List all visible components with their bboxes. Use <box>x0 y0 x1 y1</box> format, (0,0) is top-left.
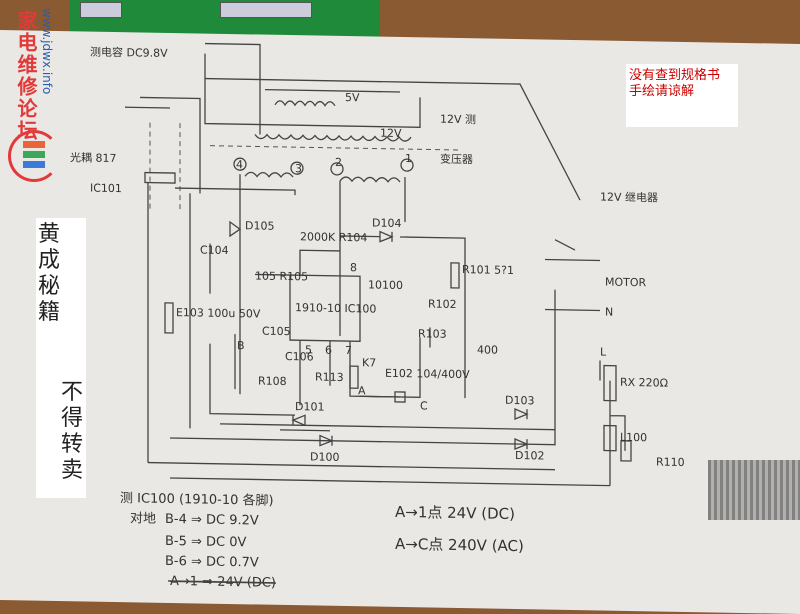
node-c-label: C <box>420 399 428 412</box>
d101-diode <box>291 414 306 427</box>
relay-label: 12V 继电器 <box>600 190 658 204</box>
pin1-label: 1 <box>405 152 412 165</box>
r-220k-resistor <box>164 302 174 334</box>
d102-diode <box>514 438 529 450</box>
note-ground: 对地 <box>130 511 156 526</box>
schematic-paper: 测电容 DC9.8V 光耦 817 IC101 5V 12V 12V 测 变压器… <box>0 30 800 614</box>
spec-note: 没有查到规格书 手绘请谅解 <box>626 64 738 127</box>
r105-label: 105 R105 <box>255 269 308 283</box>
node-a-label: A <box>358 384 366 397</box>
d103-diode <box>514 408 529 420</box>
motor-label: MOTOR <box>605 276 647 290</box>
pcb-connector <box>220 2 312 18</box>
d104-label: D104 <box>372 216 401 230</box>
c105-label: C105 <box>262 325 291 338</box>
note-b5: B-5 ⇒ DC 0V <box>165 534 247 550</box>
k7-label: K7 <box>362 356 376 369</box>
r103-label: R103 <box>418 327 447 340</box>
site-watermark: 家电维修论坛 www.jdwx.info <box>4 4 60 194</box>
d102-label: D102 <box>515 449 544 463</box>
spec-note-line2: 手绘请谅解 <box>629 84 695 99</box>
5v-label: 5V <box>345 91 360 104</box>
pin8-label: 8 <box>350 261 357 274</box>
d105-label: D105 <box>245 219 274 233</box>
r101-label: R101 5?1 <box>462 263 514 277</box>
transformer-secondary <box>147 157 632 487</box>
c106-label: C106 <box>285 350 314 363</box>
rx-label: RX 220Ω <box>620 376 668 390</box>
note-a1: A→1点 24V (DC) <box>395 503 515 523</box>
note-b4: B-4 ⇒ DC 9.2V <box>165 512 259 529</box>
d100-label: D100 <box>310 450 339 464</box>
r108-label: R108 <box>258 375 287 388</box>
line-label: L <box>600 345 607 358</box>
12v-label: 12V <box>380 127 402 140</box>
e102-capacitor <box>394 391 406 403</box>
optocoupler-label: 光耦 817 <box>70 150 116 165</box>
note-ac: A→C点 240V (AC) <box>395 535 524 555</box>
site-logo-icon <box>8 130 60 182</box>
node-2 <box>330 162 344 176</box>
l100-label: L100 <box>620 431 647 444</box>
ic100-body <box>289 274 361 342</box>
note-b6: B-6 ⇒ DC 0.7V <box>165 554 259 571</box>
r113-label: R113 <box>315 370 344 383</box>
c400-label: 400 <box>477 343 498 356</box>
c104-label: C104 <box>200 243 229 256</box>
author-note-line1: 黄成秘籍 <box>38 222 61 325</box>
node-3 <box>290 161 304 175</box>
ic101-label: IC101 <box>90 182 122 196</box>
d103-label: D103 <box>505 394 534 408</box>
d104-diode <box>379 230 394 243</box>
blurred-region <box>708 460 800 520</box>
d105-diode <box>229 220 242 238</box>
strike-line <box>168 580 275 584</box>
pin4-label: 4 <box>236 158 243 171</box>
r101-resistor <box>450 262 460 289</box>
watermark-url: www.jdwx.info <box>40 8 54 95</box>
pin5-label: 5 <box>305 343 312 356</box>
rx-resistor <box>603 364 617 402</box>
r104-label: 2000K R104 <box>300 230 367 244</box>
e102-label: E102 104/400V <box>385 367 470 381</box>
r102-label: R102 <box>428 297 457 310</box>
pin7-label: 7 <box>345 344 352 357</box>
transformer-label: 变压器 <box>440 152 473 167</box>
ic-number-label: 10100 <box>368 278 403 292</box>
12v-test-label: 12V 测 <box>440 113 476 127</box>
author-note: 黄成秘籍 不得转卖 <box>36 218 86 498</box>
d100-diode <box>319 434 334 447</box>
pin6-label: 6 <box>325 344 332 357</box>
neutral-label: N <box>605 306 613 319</box>
ic100-label: 1910-10 IC100 <box>295 301 376 315</box>
e103-label: E103 100u 50V <box>176 306 261 320</box>
pcb-component <box>80 2 122 18</box>
top-wires <box>125 42 581 214</box>
d101-label: D101 <box>295 400 324 414</box>
k7-resistor <box>349 365 359 389</box>
pin2-label: 2 <box>335 156 342 169</box>
node-4 <box>233 157 247 171</box>
cap-test-label: 测电容 DC9.8V <box>90 45 168 60</box>
note-header: 测 IC100 (1910-10 各脚) <box>120 490 274 509</box>
l100-coil <box>603 424 617 452</box>
node-1 <box>400 158 414 172</box>
node-b-label: B <box>237 339 245 352</box>
author-note-line2: 不得转卖 <box>61 380 84 483</box>
pin3-label: 3 <box>295 162 302 175</box>
r110-label: R110 <box>656 455 685 468</box>
watermark-site-name: 家电维修论坛 <box>14 10 38 142</box>
r110-resistor <box>620 440 632 462</box>
spec-note-line1: 没有查到规格书 <box>629 68 721 83</box>
schematic-drawing: 测电容 DC9.8V 光耦 817 IC101 5V 12V 12V 测 变压器… <box>70 42 685 591</box>
